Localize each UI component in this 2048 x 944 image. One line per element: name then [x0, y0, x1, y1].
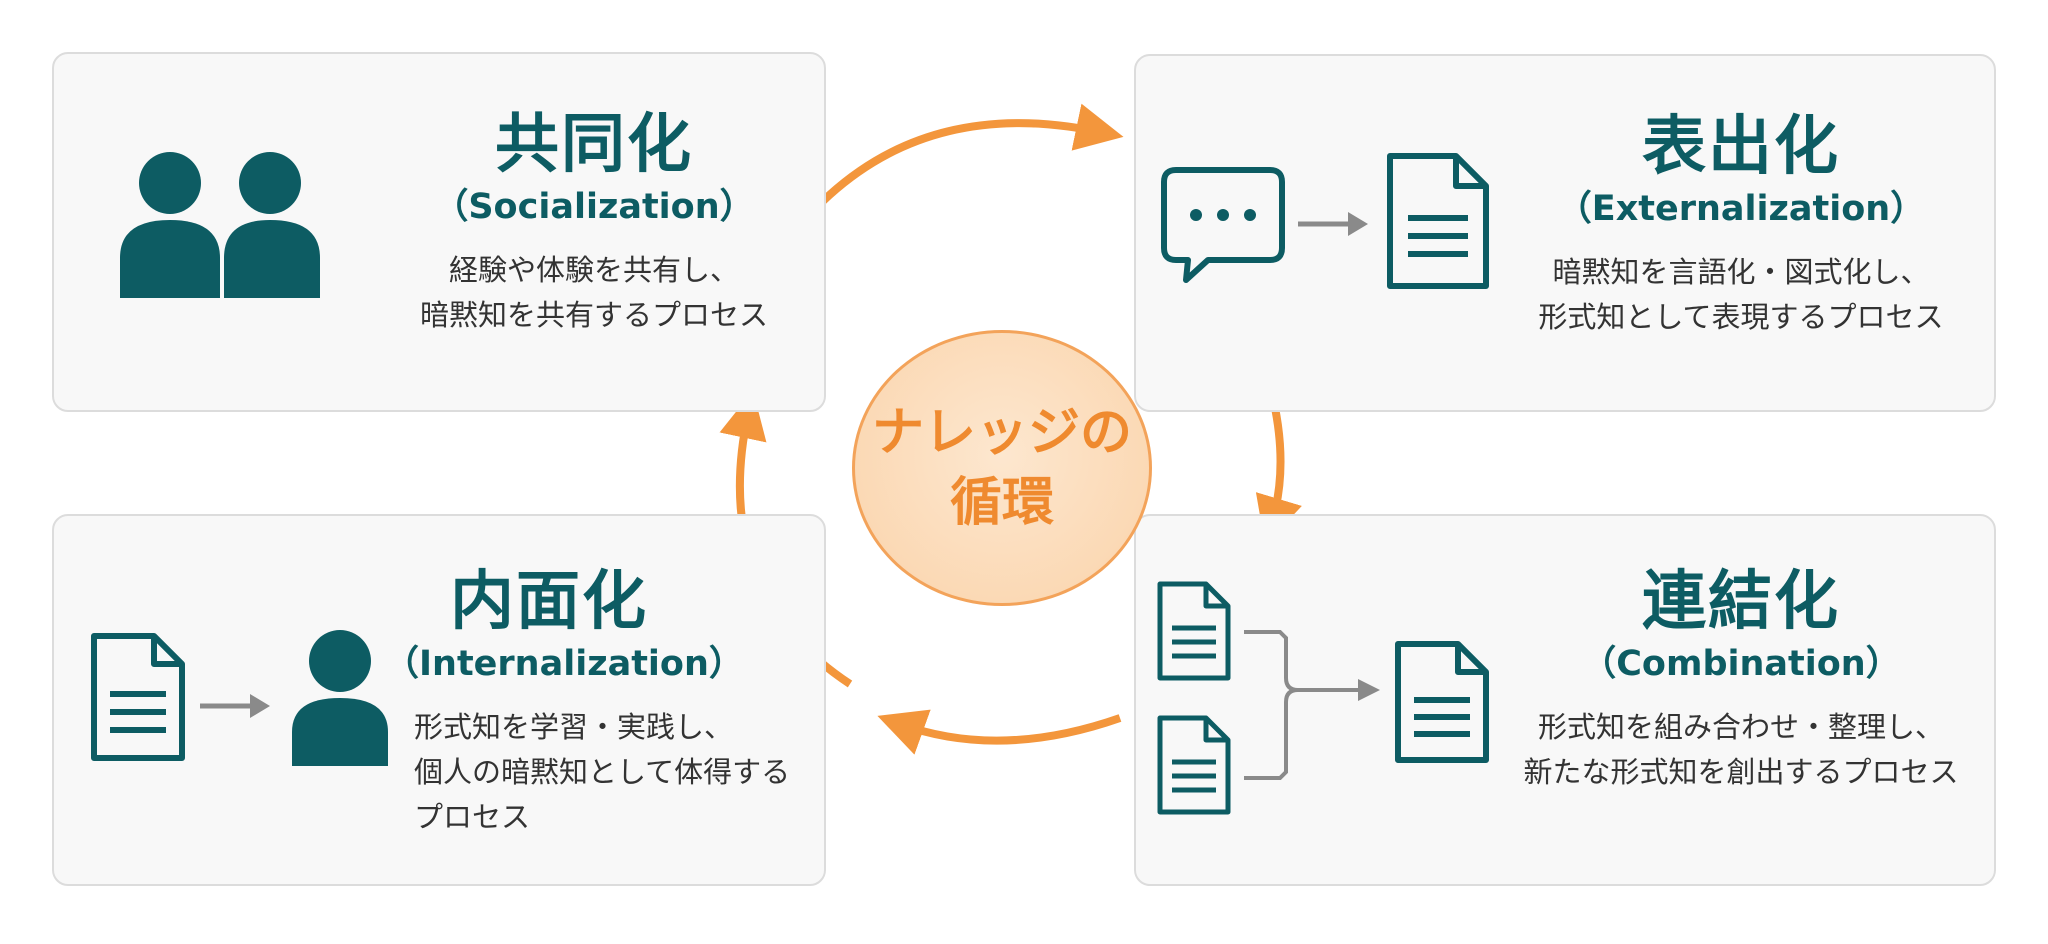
- arrow-right-icon: [200, 694, 270, 718]
- combination-description: 形式知を組み合わせ・整理し、 新たな形式知を創出するプロセス: [1516, 705, 1966, 795]
- externalization-text: 表出化 （Externalization） 暗黙知を言語化・図式化し、 形式知と…: [1516, 110, 1966, 340]
- internalization-text: 内面化 （Internalization） 形式知を学習・実践し、 個人の暗黙知…: [384, 565, 824, 840]
- person-icon: [292, 630, 388, 766]
- description-line: 暗黙知を言語化・図式化し、: [1552, 255, 1930, 290]
- socialization-card: 共同化 （Socialization） 経験や体験を共有し、 暗黙知を共有するプ…: [52, 52, 826, 412]
- description-line: 形式知を学習・実践し、: [414, 710, 734, 745]
- internalization-title: 内面化: [450, 565, 648, 639]
- description-line: 個人の暗黙知として体得する: [414, 755, 791, 790]
- document-icon: [1157, 715, 1231, 815]
- internalization-description: 形式知を学習・実践し、 個人の暗黙知として体得する プロセス: [384, 705, 824, 840]
- arrow-right-icon: [1298, 212, 1368, 236]
- description-line: 暗黙知を共有するプロセス: [419, 298, 768, 333]
- arc-com-to-int: [877, 709, 1122, 755]
- two-people-icon: [120, 152, 320, 298]
- socialization-description: 経験や体験を共有し、 暗黙知を共有するプロセス: [384, 248, 804, 338]
- externalization-title: 表出化: [1642, 110, 1840, 184]
- externalization-card: 表出化 （Externalization） 暗黙知を言語化・図式化し、 形式知と…: [1134, 54, 1996, 412]
- speech-bubble-icon: [1161, 167, 1285, 283]
- socialization-title: 共同化: [495, 108, 693, 182]
- socialization-subtitle: （Socialization）: [433, 186, 755, 227]
- internalization-card: 内面化 （Internalization） 形式知を学習・実践し、 個人の暗黙知…: [52, 514, 826, 886]
- document-icon: [91, 633, 185, 761]
- description-line: 形式知として表現するプロセス: [1538, 300, 1944, 335]
- center-label-line: ナレッジの: [871, 402, 1132, 463]
- document-icon: [1395, 641, 1489, 763]
- combination-card: 連結化 （Combination） 形式知を組み合わせ・整理し、 新たな形式知を…: [1134, 514, 1996, 886]
- document-icon: [1387, 153, 1489, 289]
- externalization-subtitle: （Externalization）: [1556, 188, 1926, 229]
- socialization-text: 共同化 （Socialization） 経験や体験を共有し、 暗黙知を共有するプ…: [384, 108, 804, 338]
- center-label: ナレッジの 循環: [872, 398, 1132, 538]
- combination-text: 連結化 （Combination） 形式知を組み合わせ・整理し、 新たな形式知を…: [1516, 565, 1966, 795]
- description-line: 経験や体験を共有し、: [448, 253, 739, 288]
- combination-subtitle: （Combination）: [1581, 643, 1901, 684]
- description-line: プロセス: [414, 799, 531, 834]
- description-line: 新たな形式知を創出するプロセス: [1523, 755, 1959, 790]
- knowledge-cycle-center: ナレッジの 循環: [852, 330, 1152, 606]
- document-icon: [1157, 581, 1231, 681]
- center-label-line: 循環: [949, 473, 1054, 533]
- description-line: 形式知を組み合わせ・整理し、: [1537, 710, 1944, 745]
- merge-arrow-icon: [1244, 630, 1380, 780]
- externalization-description: 暗黙知を言語化・図式化し、 形式知として表現するプロセス: [1516, 250, 1966, 340]
- combination-title: 連結化: [1642, 565, 1840, 639]
- internalization-subtitle: （Internalization）: [384, 643, 744, 684]
